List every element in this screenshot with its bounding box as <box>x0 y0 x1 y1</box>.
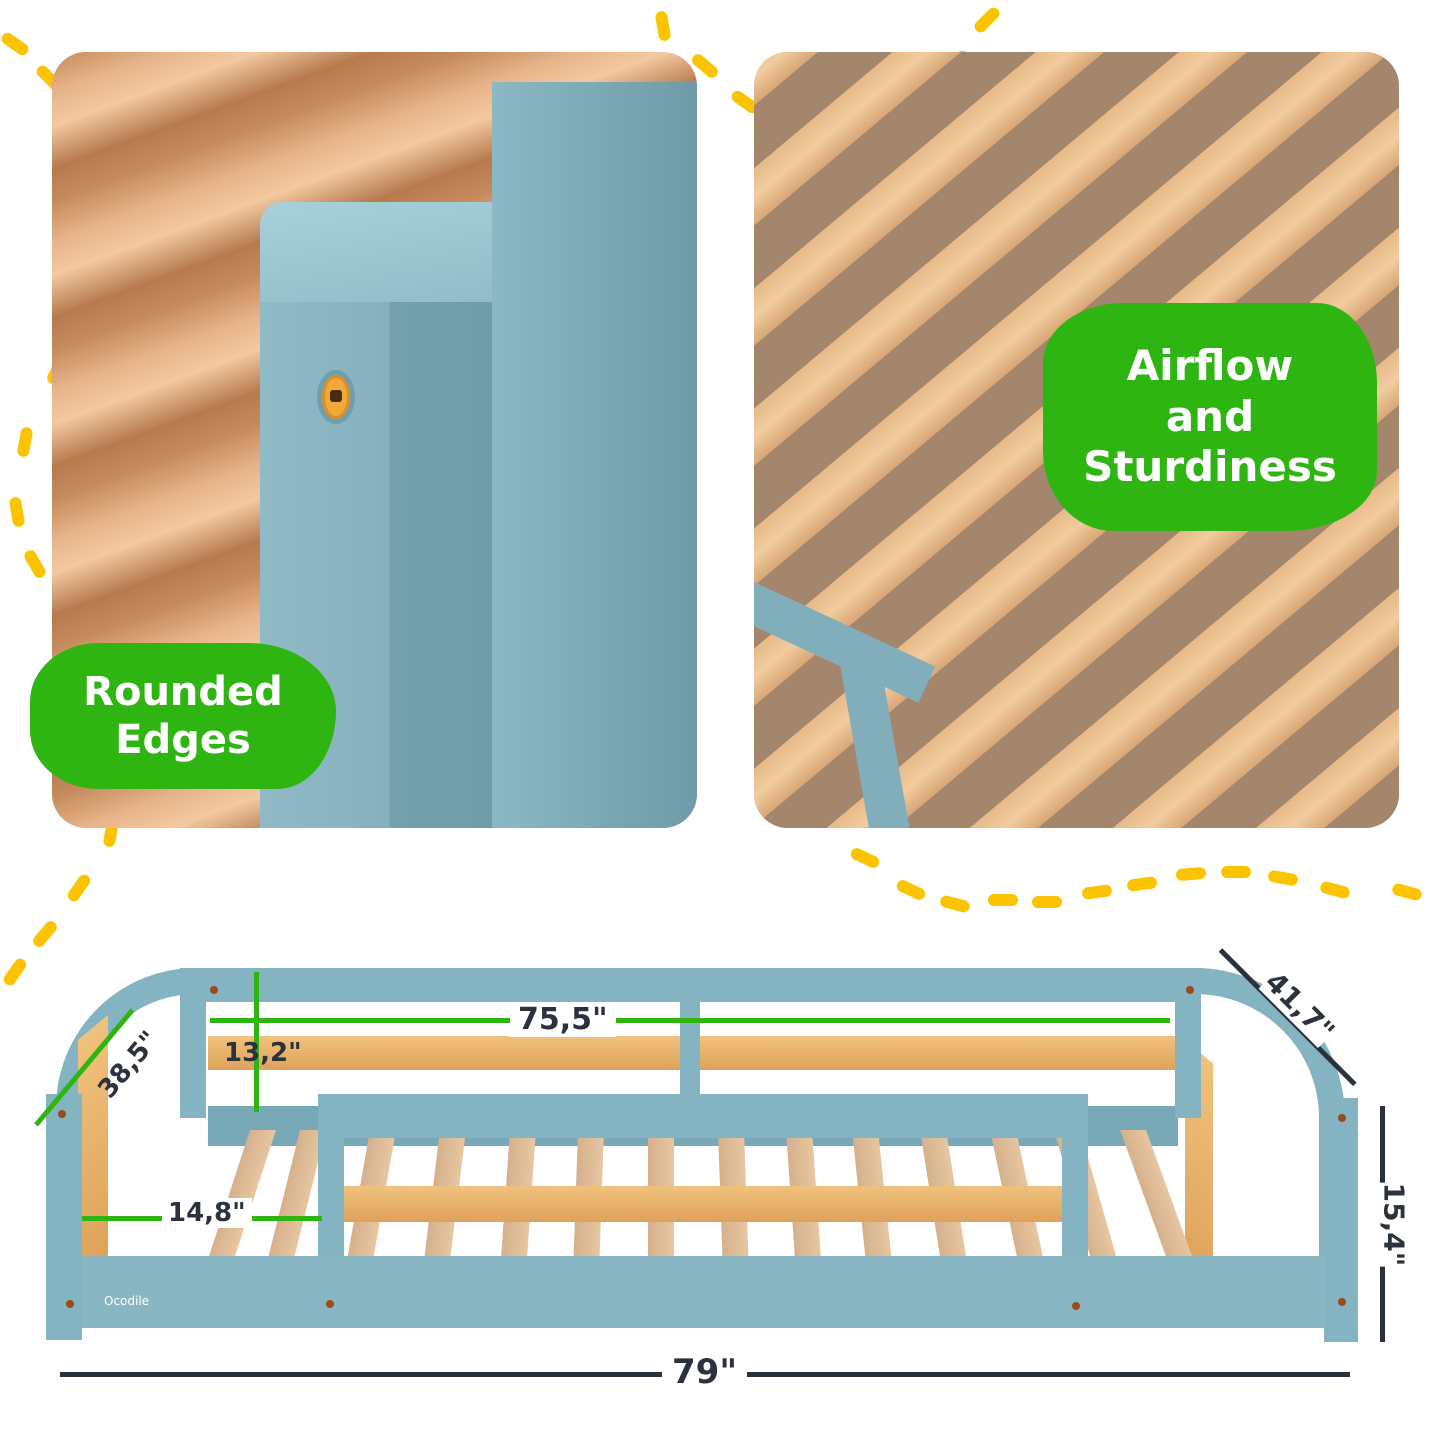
screw-dot <box>1338 1114 1346 1122</box>
side-rail <box>492 82 697 828</box>
dimension-14-8: 14,8" <box>162 1198 252 1228</box>
dimension-line-13-2 <box>254 972 259 1112</box>
screw-dot <box>210 986 218 994</box>
screw-dot <box>66 1300 74 1308</box>
badge-line-1: Rounded <box>83 669 283 715</box>
left-front-post <box>46 1094 82 1340</box>
dimension-75-5: 75,5" <box>510 1002 616 1037</box>
airflow-sturdiness-badge: Airflow and Sturdiness <box>1043 303 1377 531</box>
screw-dot <box>58 1110 66 1118</box>
front-guard-top <box>318 1094 1088 1138</box>
badge-line-2: Edges <box>115 717 251 763</box>
brand-label: Ocodile <box>104 1294 150 1308</box>
badge-line-3: Sturdiness <box>1083 442 1337 492</box>
screw-dot <box>1186 986 1194 994</box>
dimension-15-4: 15,4" <box>1377 1182 1411 1267</box>
front-pine-rail <box>344 1186 1062 1222</box>
rounded-edges-photo <box>52 52 697 828</box>
front-base-rail <box>82 1256 1326 1328</box>
dimension-13-2: 13,2" <box>224 1038 302 1068</box>
badge-line-2: and <box>1165 391 1255 441</box>
dimension-79: 79" <box>662 1352 748 1392</box>
screw-dot <box>1338 1298 1346 1306</box>
screw-icon <box>317 370 355 424</box>
back-center-post <box>680 968 700 1098</box>
rounded-edges-badge: Rounded Edges <box>30 643 336 789</box>
screw-dot <box>1072 1302 1080 1310</box>
dimension-line-75-5 <box>210 1018 1170 1023</box>
badge-line-1: Airflow <box>1126 341 1294 391</box>
left-back-post <box>180 968 206 1118</box>
screw-dot <box>326 1300 334 1308</box>
